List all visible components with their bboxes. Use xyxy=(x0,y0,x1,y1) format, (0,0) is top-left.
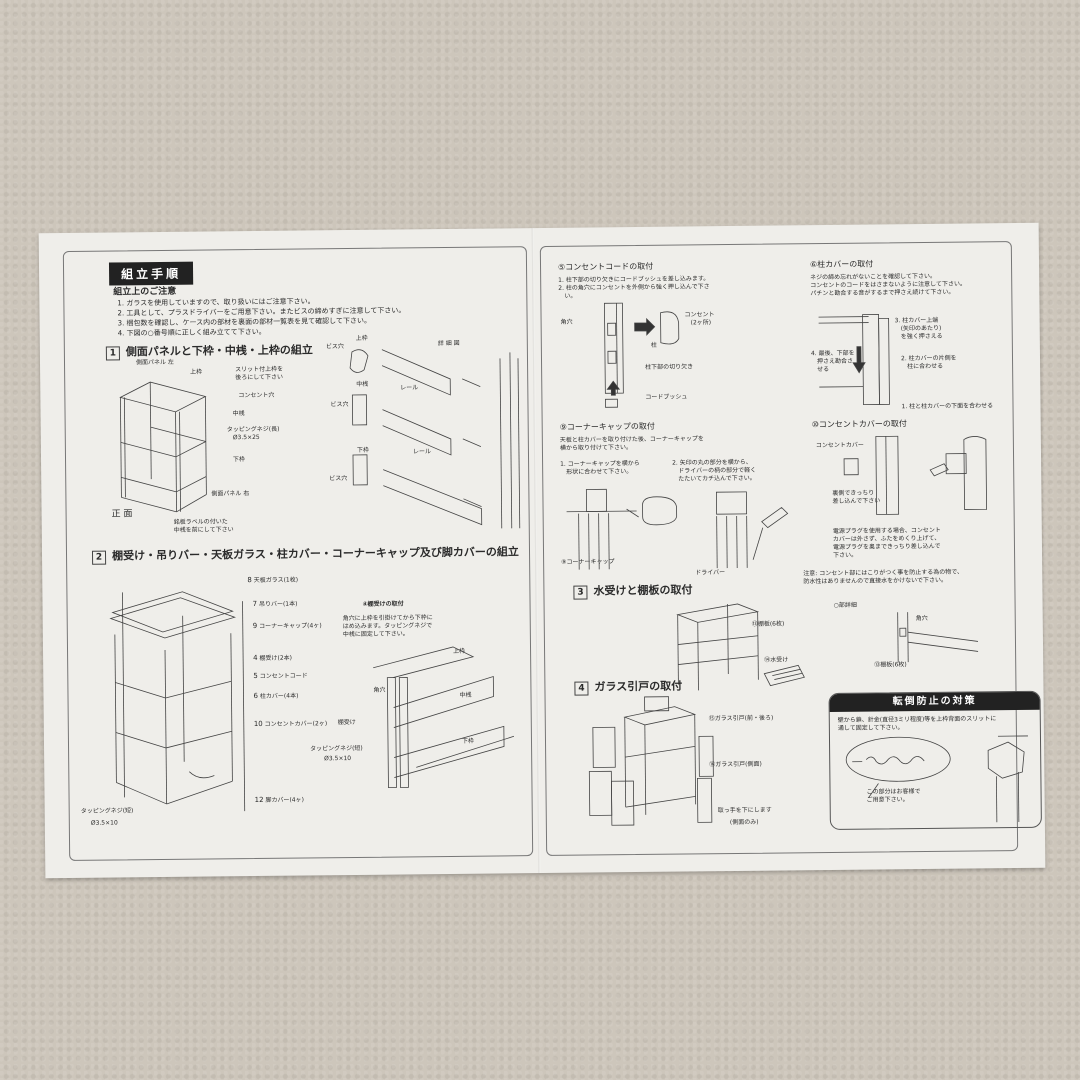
sec9-c1b: 形状に合わせて下さい。 xyxy=(566,468,633,476)
section-2-number: 2 xyxy=(91,550,107,565)
part-7: 7 吊りバー(1本) xyxy=(252,599,298,609)
label-mid: 中桟 xyxy=(232,410,245,418)
label-tap-screw: タッピングネジ(長) xyxy=(226,425,280,434)
sec5-text-3: い。 xyxy=(564,292,577,300)
instruction-sheet: 組立手順 組立上のご注意 1. ガラスを使用していますので、取り扱いにはご注意下… xyxy=(38,222,1046,879)
shelf-text-3: 中桟に固定して下さい。 xyxy=(342,630,409,639)
glass-door-drawing xyxy=(588,696,714,826)
sec3-detail: ○部詳細 xyxy=(833,601,857,609)
section-3-title: 水受けと棚板の取付 xyxy=(593,583,693,598)
label-slit: スリット付上枠を xyxy=(235,365,284,374)
shelf-bracket: 棚受け xyxy=(337,718,356,727)
outlet-drawing xyxy=(604,302,680,408)
shelf-heading: ④棚受けの取付 xyxy=(362,600,404,608)
sec9-heading: ⑨コーナーキャップの取付 xyxy=(559,421,655,432)
sec6-heading: ⑥柱カバーの取付 xyxy=(809,259,874,270)
sec5-heading: ⑤コンセントコードの取付 xyxy=(557,261,654,272)
shelf-tap-size: Ø3.5×10 xyxy=(324,755,352,763)
sec6-a2b: 柱に合わせる xyxy=(907,362,944,371)
sec10-text-4: 下さい。 xyxy=(833,551,858,559)
tip-over-text-1: 壁から鎖、針金(直径3ミリ程度)等を上枠背面のスリットに xyxy=(837,715,997,724)
section-4-heading: 4 ガラス引戸の取付 xyxy=(574,679,683,696)
label-note2: 中桟を前にして下さい xyxy=(173,526,234,534)
shelf-bracket-drawing xyxy=(373,646,515,789)
sec4-handle2: (側面のみ) xyxy=(729,818,759,827)
shelf-drawing-3 xyxy=(676,603,805,691)
tip-over-heading: 転倒防止の対策 xyxy=(829,691,1040,712)
shelf-tap: タッピングネジ(短) xyxy=(310,744,363,753)
page-title: 組立手順 xyxy=(108,261,194,286)
section-1-number: 1 xyxy=(105,346,120,361)
sec10-text-3: 電源プラグを奥まできっちり差し込んで xyxy=(832,542,941,551)
part-6: 6 柱カバー(4本) xyxy=(253,691,299,701)
corner-cap-drawing xyxy=(566,488,789,570)
part-5: 5 コンセントコード xyxy=(253,671,308,681)
cautions-heading: 組立上のご注意 xyxy=(113,286,177,298)
sec4-side: ⑯ガラス引戸(側面) xyxy=(709,760,762,769)
outlet-cover-drawing xyxy=(843,435,987,515)
sec9-text-2: 横から取り付けて下さい。 xyxy=(559,444,632,452)
shelf-text-2: はめ込みます。タッピングネジで xyxy=(342,622,433,631)
label-bottom: 下枠 xyxy=(232,456,246,464)
section-4-number: 4 xyxy=(574,681,589,696)
section-1-heading: 1 側面パネルと下枠・中桟・上枠の組立 xyxy=(105,343,313,361)
left-page: 組立手順 組立上のご注意 1. ガラスを使用していますので、取り扱いにはご注意下… xyxy=(39,228,539,878)
right-page: ⑤コンセントコードの取付 1. 柱下部の切り欠きにコードブッシュを差し込みます。… xyxy=(534,223,1046,873)
label-outlet-hole: コンセント穴 xyxy=(238,391,275,400)
sec10-heading: ⑩コンセントカバーの取付 xyxy=(811,419,907,430)
sec5-square: 角穴 xyxy=(560,318,573,326)
sec4-handle: 取っ手を下にします xyxy=(717,806,772,815)
section-4-title: ガラス引戸の取付 xyxy=(594,679,683,694)
detail-drawing-1 xyxy=(349,349,521,529)
section-3-heading: 3 水受けと棚板の取付 xyxy=(573,583,693,600)
section-1-title: 側面パネルと下枠・中桟・上枠の組立 xyxy=(125,343,313,359)
label-slit2: 後ろにして下さい xyxy=(235,373,284,382)
sec4-front: ⑮ガラス引戸(前・後ろ) xyxy=(708,714,774,723)
sec6-a2: 2. 柱カバーの片側を xyxy=(900,354,957,363)
cabinet-drawing-2 xyxy=(109,591,246,812)
label-side-left: 側面パネル 左 xyxy=(135,358,174,367)
tip-over-text-2: 通して固定して下さい。 xyxy=(837,724,904,732)
part-9: 9 コーナーキャップ(4ヶ) xyxy=(252,621,322,631)
part-8: 8 天板ガラス(1枚) xyxy=(247,576,299,585)
part-10: 10 コンセントカバー(2ヶ) xyxy=(253,719,328,729)
frame-drawing-1 xyxy=(119,381,207,513)
detail-drawing-3 xyxy=(897,612,979,663)
caution-4: 4. 下図の○番号順に正しく組み立てて下さい。 xyxy=(117,327,266,338)
sec3-shelf2: ⑬棚板(6枚) xyxy=(874,661,907,669)
pillar-cover-drawing xyxy=(818,314,890,406)
label-tap-size: Ø3.5×25 xyxy=(232,433,260,442)
sec6-a1: 1. 柱と柱カバーの下面を合わせる xyxy=(901,402,994,411)
section-3-number: 3 xyxy=(573,585,588,600)
tip-over-drawing xyxy=(845,735,1028,823)
part-4: 4 棚受け(2本) xyxy=(253,653,293,663)
tip-over-prevention-box: 転倒防止の対策 壁から鎖、針金(直径3ミリ程度)等を上枠背面のスリットに 通して… xyxy=(828,690,1042,831)
part-12: 12 脚カバー(4ヶ) xyxy=(254,795,304,805)
